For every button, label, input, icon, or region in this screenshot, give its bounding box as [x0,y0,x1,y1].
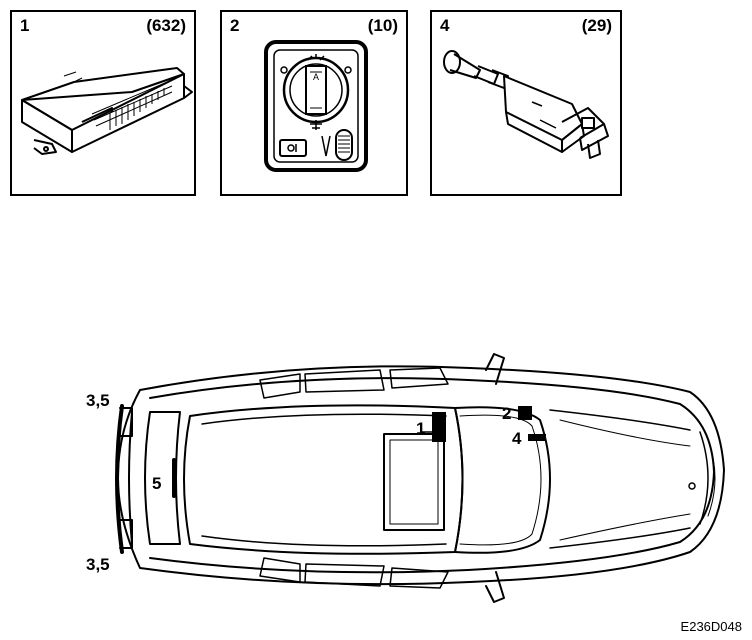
light-switch-icon: A [264,40,368,172]
svg-text:A: A [313,72,319,82]
component-panel-2: 2 (10) A [220,10,408,196]
component-panel-1: 1 (632) [10,10,196,196]
label-control-module: 1 [416,419,426,438]
marker-brake-switch [528,434,546,441]
control-module-icon [21,67,193,155]
label-rear-left-bottom: 3,5 [86,555,110,574]
panel-code: (632) [146,16,186,35]
label-rear-center: 5 [152,474,162,493]
label-rear-left-top: 3,5 [86,391,110,410]
label-light-switch: 2 [502,404,512,423]
panel-number: 2 [230,16,240,35]
panel-code: (29) [581,16,612,35]
panel-number: 1 [20,16,30,35]
panel-code: (10) [367,16,398,35]
component-panel-4: 4 (29) [430,10,622,196]
diagram-reference: E236D048 [680,619,742,634]
marker-light-switch [518,406,532,420]
marker-control-module [432,412,446,442]
panel-number: 4 [440,16,450,35]
brake-light-switch-icon [443,50,609,159]
label-brake-switch: 4 [512,429,522,448]
